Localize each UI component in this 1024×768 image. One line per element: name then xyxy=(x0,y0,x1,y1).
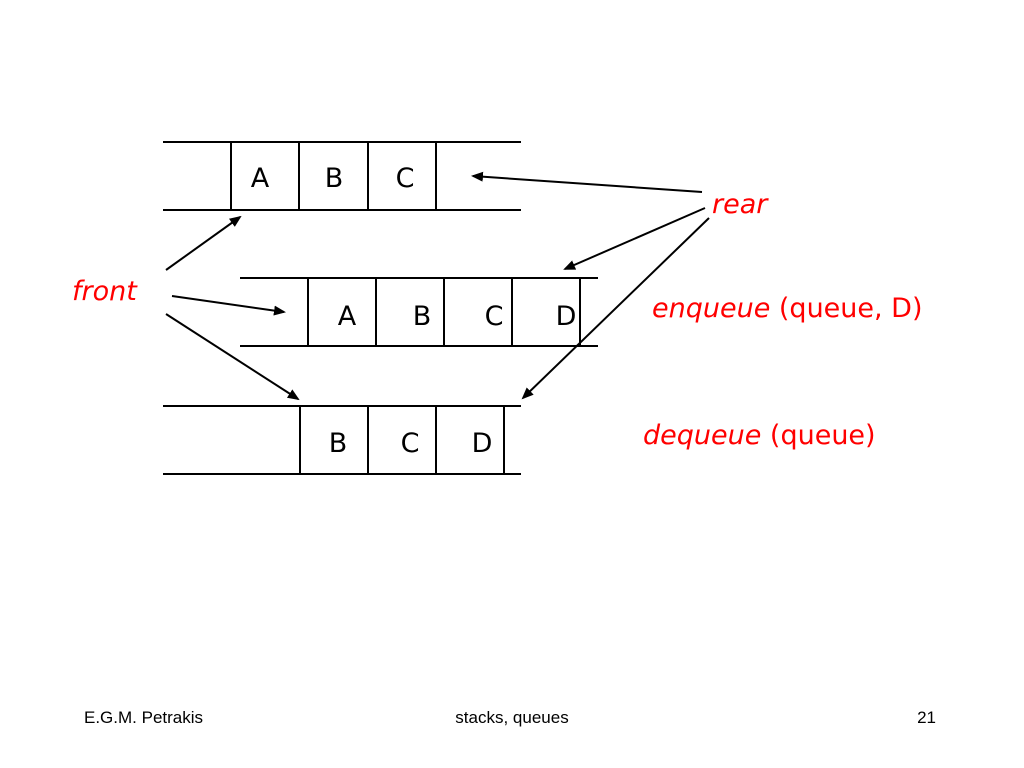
rear-label: rear xyxy=(712,189,769,220)
queue-cell: D xyxy=(472,428,493,459)
dequeue-operation-args: (queue) xyxy=(761,420,875,451)
front-arrow-initial xyxy=(165,215,242,271)
queue-cell: C xyxy=(485,301,504,332)
enqueue-operation-args: (queue, D) xyxy=(770,293,922,324)
queue-after-dequeue: B C D xyxy=(163,405,521,475)
footer-author: E.G.M. Petrakis xyxy=(84,708,203,727)
rear-arrow-after-enqueue xyxy=(563,207,706,270)
queue-after-enqueue: A B C D xyxy=(240,277,598,347)
enqueue-operation-label: enqueue (queue, D) xyxy=(652,293,923,324)
enqueue-operation-name: enqueue xyxy=(652,293,770,324)
rear-arrow-after-dequeue xyxy=(521,217,710,400)
queue-cell: A xyxy=(338,301,357,332)
queue-cell: D xyxy=(556,301,577,332)
queue-cell: B xyxy=(329,428,348,459)
front-arrow-after-enqueue xyxy=(171,295,286,316)
queue-cell: C xyxy=(396,163,415,194)
queue-cell: B xyxy=(325,163,344,194)
pointer-arrows xyxy=(165,171,710,401)
queue-initial: A B C xyxy=(163,141,521,211)
queue-cell: C xyxy=(401,428,420,459)
front-label: front xyxy=(72,276,138,307)
footer-page-number: 21 xyxy=(917,708,936,727)
footer-title: stacks, queues xyxy=(455,708,568,727)
queue-cell: B xyxy=(413,301,432,332)
queue-cell: A xyxy=(251,163,270,194)
front-arrow-after-dequeue xyxy=(165,313,300,401)
dequeue-operation-label: dequeue (queue) xyxy=(643,420,876,451)
dequeue-operation-name: dequeue xyxy=(643,420,761,451)
rear-arrow-initial xyxy=(471,171,703,193)
